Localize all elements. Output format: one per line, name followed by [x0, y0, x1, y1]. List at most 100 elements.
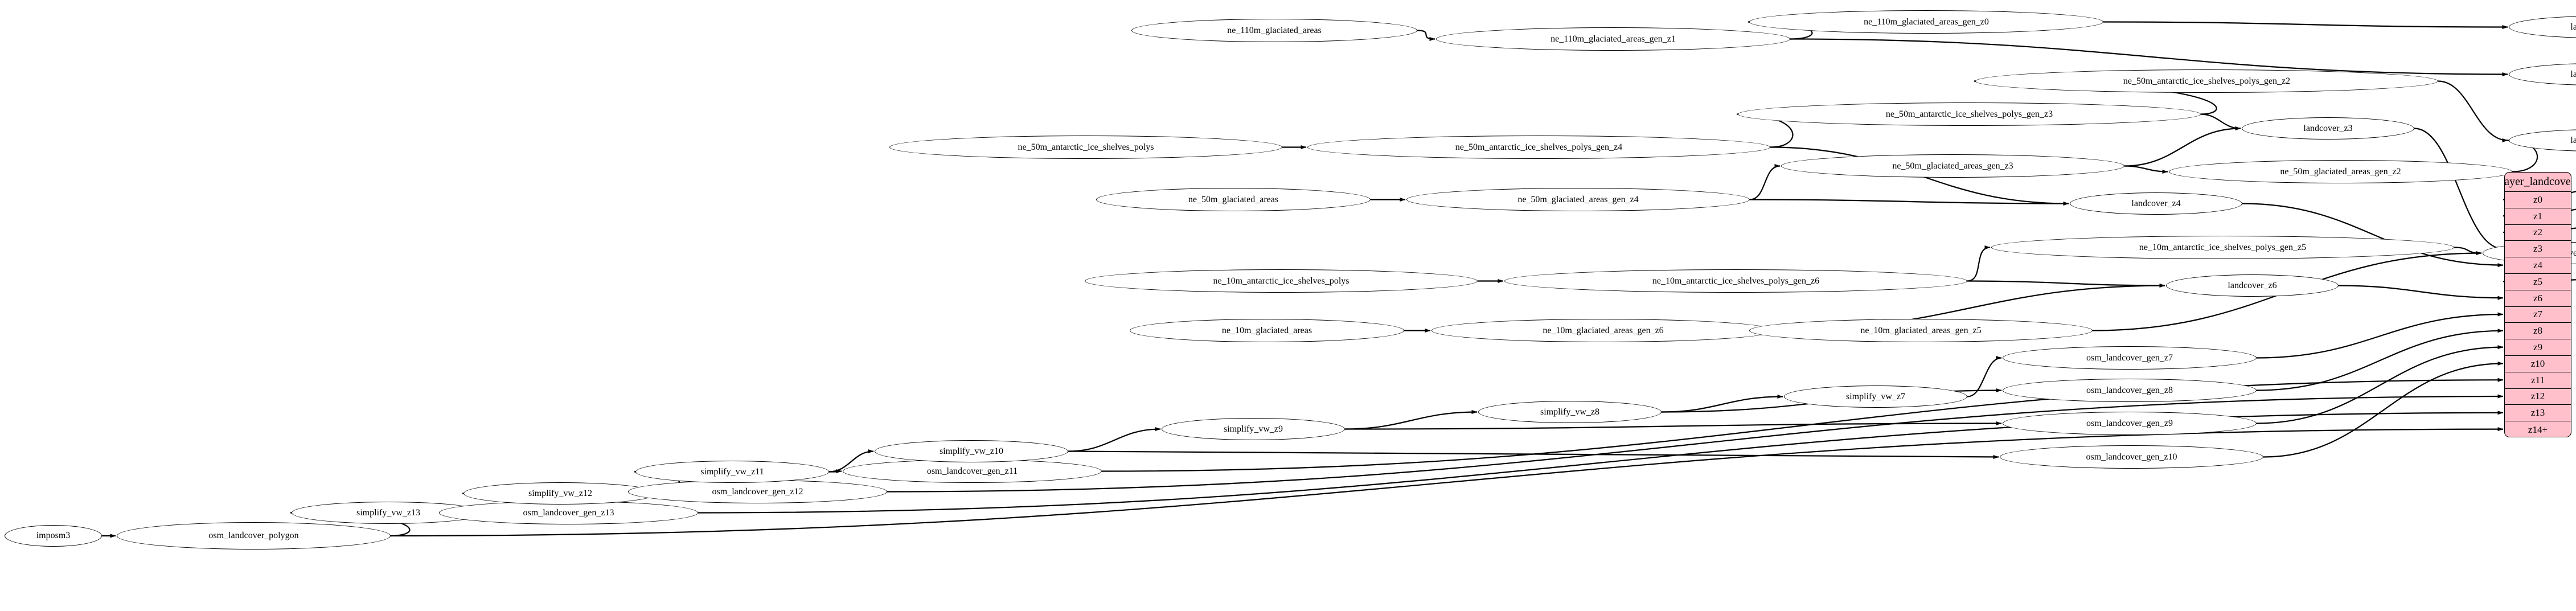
graph-edge — [1967, 356, 2002, 397]
graph-edge — [1749, 199, 2069, 206]
graph-edge — [2124, 165, 2168, 174]
graph-node-simplify-vw-z9[interactable]: simplify_vw_z9 — [1162, 418, 1345, 440]
record-title: layer_landcover — [2505, 173, 2571, 192]
graph-node-ne-50m-glaciated-areas-gen-z2[interactable]: ne_50m_glaciated_areas_gen_z2 — [2169, 160, 2512, 183]
graph-node-osm-landcover-gen-z8[interactable]: osm_landcover_gen_z8 — [2003, 379, 2257, 402]
graph-node-simplify-vw-z7[interactable]: simplify_vw_z7 — [1784, 386, 1967, 408]
graph-node-ne-50m-antarctic-ice-shelves-polys-gen-z4[interactable]: ne_50m_antarctic_ice_shelves_polys_gen_z… — [1307, 136, 1770, 159]
record-row-z5[interactable]: z5 — [2505, 274, 2571, 290]
graph-node-label: osm_landcover_polygon — [208, 531, 299, 540]
graph-edge — [1068, 427, 1161, 452]
graph-edge — [1661, 395, 1783, 413]
graph-node-label: osm_landcover_gen_z10 — [2086, 452, 2177, 462]
graph-node-simplify-vw-z8[interactable]: simplify_vw_z8 — [1478, 401, 1662, 423]
graph-node-ne-10m-glaciated-areas-gen-z5[interactable]: ne_10m_glaciated_areas_gen_z5 — [1749, 319, 2093, 342]
graph-edge — [1344, 421, 2002, 430]
graph-node-label: landcover_z4 — [2131, 198, 2181, 208]
graph-edge — [1967, 280, 2165, 288]
record-row-z8[interactable]: z8 — [2505, 323, 2571, 340]
graph-node-label: ne_10m_antarctic_ice_shelves_polys_gen_z… — [2139, 242, 2307, 252]
graph-edge — [2200, 113, 2241, 130]
graph-node-label: osm_landcover_gen_z7 — [2086, 352, 2173, 363]
graph-node-ne-50m-glaciated-areas[interactable]: ne_50m_glaciated_areas — [1096, 188, 1371, 211]
graph-node-ne-50m-glaciated-areas-gen-z4[interactable]: ne_50m_glaciated_areas_gen_z4 — [1406, 188, 1750, 211]
graph-edge — [2438, 80, 2508, 142]
graph-node-ne-110m-glaciated-areas-gen-z1[interactable]: ne_110m_glaciated_areas_gen_z1 — [1436, 27, 1790, 51]
record-row-z14plus[interactable]: z14+ — [2528, 424, 2548, 435]
graph-node-label: ne_110m_glaciated_areas — [1227, 25, 1322, 35]
graph-node-ne-10m-glaciated-areas[interactable]: ne_10m_glaciated_areas — [1130, 319, 1404, 342]
graph-edge — [2338, 285, 2504, 300]
graph-node-ne-50m-antarctic-ice-shelves-polys-gen-z2[interactable]: ne_50m_antarctic_ice_shelves_polys_gen_z… — [1975, 69, 2438, 93]
graph-node-label: ne_50m_antarctic_ice_shelves_polys_gen_z… — [2123, 76, 2291, 86]
graph-node-osm-landcover-gen-z12[interactable]: osm_landcover_gen_z12 — [628, 480, 887, 503]
graph-node-label: ne_10m_antarctic_ice_shelves_polys — [1213, 276, 1349, 286]
graph-node-ne-50m-antarctic-ice-shelves-polys[interactable]: ne_50m_antarctic_ice_shelves_polys — [889, 136, 1282, 159]
graph-edge — [887, 394, 2504, 493]
graph-node-label: landcover_z6 — [2228, 280, 2277, 290]
record-row-z12[interactable]: z12 — [2505, 389, 2571, 405]
graph-node-label: ne_50m_antarctic_ice_shelves_polys_gen_z… — [1885, 109, 2053, 119]
graph-node-osm-landcover-polygon[interactable]: osm_landcover_polygon — [117, 522, 391, 550]
graph-node-landcover-z4[interactable]: landcover_z4 — [2070, 192, 2242, 215]
record-row-z4[interactable]: z4 — [2505, 257, 2571, 274]
graph-edge — [1344, 410, 1478, 430]
graph-edge — [1790, 38, 2508, 76]
graph-edge — [2124, 126, 2241, 167]
record-row-z10[interactable]: z10 — [2505, 356, 2571, 372]
record-row-z3[interactable]: z3 — [2505, 241, 2571, 258]
graph-node-ne-10m-antarctic-ice-shelves-polys-gen-z6[interactable]: ne_10m_antarctic_ice_shelves_polys_gen_z… — [1504, 269, 1967, 293]
graph-node-ne-50m-antarctic-ice-shelves-polys-gen-z3[interactable]: ne_50m_antarctic_ice_shelves_polys_gen_z… — [1738, 102, 2201, 126]
graph-node-label: ne_50m_glaciated_areas_gen_z3 — [1892, 161, 2013, 171]
graph-node-label: osm_landcover_gen_z9 — [2086, 418, 2173, 428]
graph-node-ne-10m-antarctic-ice-shelves-polys-gen-z5[interactable]: ne_10m_antarctic_ice_shelves_polys_gen_z… — [1991, 236, 2454, 259]
graph-node-label: imposm3 — [36, 531, 71, 540]
record-row-z9[interactable]: z9 — [2505, 339, 2571, 356]
record-row-z6[interactable]: z6 — [2505, 290, 2571, 307]
graph-node-osm-landcover-gen-z7[interactable]: osm_landcover_gen_z7 — [2003, 346, 2257, 370]
record-row-z0[interactable]: z0 — [2505, 192, 2571, 208]
graph-node-label: simplify_vw_z10 — [940, 446, 1003, 456]
graph-node-label: ne_10m_glaciated_areas — [1221, 325, 1312, 335]
graph-node-label: landcover_z3 — [2303, 123, 2353, 133]
graph-node-ne-110m-glaciated-areas[interactable]: ne_110m_glaciated_areas — [1131, 19, 1417, 42]
graph-node-ne-110m-glaciated-areas-gen-z0[interactable]: ne_110m_glaciated_areas_gen_z0 — [1749, 10, 2103, 34]
graph-node-label: simplify_vw_z8 — [1540, 407, 1599, 417]
graph-edge — [2256, 345, 2504, 424]
graph-node-label: simplify_vw_z7 — [1846, 391, 1905, 401]
graph-node-simplify-vw-z12[interactable]: simplify_vw_z12 — [463, 482, 657, 505]
graph-node-osm-landcover-gen-z11[interactable]: osm_landcover_gen_z11 — [843, 460, 1102, 483]
graph-node-label: osm_landcover_gen_z8 — [2086, 385, 2173, 395]
graph-edge — [2414, 128, 2504, 251]
graph-node-simplify-vw-z10[interactable]: simplify_vw_z10 — [875, 440, 1068, 462]
graph-edge — [2256, 329, 2504, 391]
graph-node-ne-10m-antarctic-ice-shelves-polys[interactable]: ne_10m_antarctic_ice_shelves_polys — [1085, 269, 1478, 293]
graph-node-landcover-z3[interactable]: landcover_z3 — [2242, 117, 2414, 140]
record-row-z1[interactable]: z1 — [2505, 208, 2571, 225]
graph-node-osm-landcover-gen-z9[interactable]: osm_landcover_gen_z9 — [2003, 412, 2257, 435]
graph-node-label: ne_110m_glaciated_areas_gen_z0 — [1864, 17, 1989, 27]
graph-node-label: ne_110m_glaciated_areas_gen_z1 — [1550, 34, 1676, 44]
graph-edge — [2256, 312, 2504, 359]
graph-node-label: landcover_z0 — [2570, 22, 2576, 32]
graph-node-simplify-vw-z11[interactable]: simplify_vw_z11 — [635, 461, 829, 483]
graph-node-osm-landcover-gen-z10[interactable]: osm_landcover_gen_z10 — [2000, 445, 2263, 469]
graph-node-label: ne_10m_glaciated_areas_gen_z5 — [1860, 325, 1982, 335]
graph-edge — [2263, 361, 2504, 458]
graph-node-label: ne_50m_antarctic_ice_shelves_polys — [1018, 142, 1154, 152]
graph-node-landcover-z6[interactable]: landcover_z6 — [2166, 274, 2339, 297]
record-row-z11[interactable]: z11 — [2505, 372, 2571, 389]
record-row-z2[interactable]: z2 — [2505, 225, 2571, 241]
graph-node-osm-landcover-gen-z13[interactable]: osm_landcover_gen_z13 — [439, 501, 698, 524]
record-row-z7[interactable]: z7 — [2505, 307, 2571, 323]
graph-edge — [2454, 247, 2482, 255]
graph-node-ne-10m-glaciated-areas-gen-z6[interactable]: ne_10m_glaciated_areas_gen_z6 — [1431, 319, 1775, 342]
graph-node-label: ne_50m_antarctic_ice_shelves_polys_gen_z… — [1455, 142, 1623, 152]
record-row-z13[interactable]: z13 — [2505, 405, 2571, 422]
graph-node-label: ne_50m_glaciated_areas — [1188, 194, 1279, 204]
graph-edge — [390, 427, 2504, 537]
graph-node-imposm3[interactable]: imposm3 — [5, 525, 102, 547]
graph-node-ne-50m-glaciated-areas-gen-z3[interactable]: ne_50m_glaciated_areas_gen_z3 — [1781, 154, 2124, 178]
